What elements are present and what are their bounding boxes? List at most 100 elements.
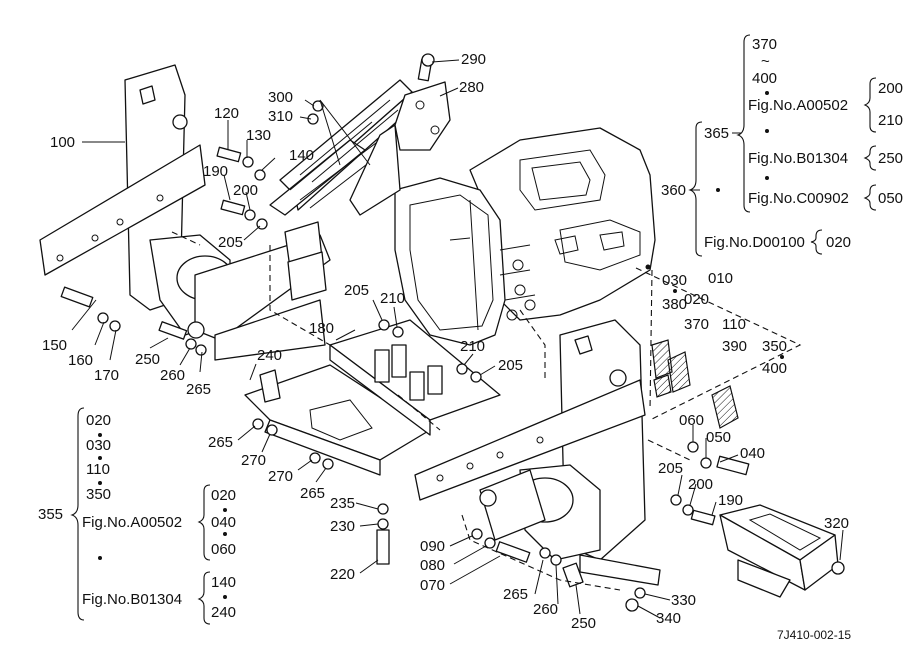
variant-355-fig-b: Fig.No.B01304 [82, 591, 183, 608]
callout-280: 280 [459, 79, 485, 96]
callout-250b: 250 [571, 615, 597, 632]
hardware [60, 146, 750, 612]
variant-355-fig-b-opt: 240 [211, 604, 237, 621]
callout-265: 265 [186, 381, 212, 398]
callout-265b: 265 [208, 434, 234, 451]
bullet-dot [98, 481, 102, 485]
callout-240: 240 [257, 347, 283, 364]
fig-a-opt: 210 [878, 112, 904, 129]
variant-355-fig-a-opt: 020 [211, 487, 237, 504]
step-bracket-280 [394, 81, 451, 151]
toolbox-320 [719, 504, 845, 598]
callout-210b: 210 [460, 338, 486, 355]
callout-205b: 205 [344, 282, 370, 299]
callout-320: 320 [824, 515, 850, 532]
fig-a-opt: 200 [878, 80, 904, 97]
variant-355-item: 110 [86, 461, 110, 478]
kit-010-item: 400 [762, 360, 788, 377]
callout-100: 100 [50, 134, 76, 151]
callout-270b: 270 [268, 468, 294, 485]
bullet-dot [673, 289, 677, 293]
callout-260b: 260 [533, 601, 559, 618]
callout-205: 205 [218, 234, 244, 251]
callout-120: 120 [214, 105, 240, 122]
callout-070: 070 [420, 577, 446, 594]
variant-355-fig-a: Fig.No.A00502 [82, 514, 183, 531]
callout-150: 150 [42, 337, 68, 354]
bullet-dot [223, 532, 227, 536]
variant-355-item: 350 [86, 486, 112, 503]
callout-200b: 200 [688, 476, 714, 493]
callout-310: 310 [268, 108, 294, 125]
callout-290: 290 [461, 51, 487, 68]
callout-300: 300 [268, 89, 294, 106]
callout-040: 040 [740, 445, 766, 462]
fig-b-opt: 250 [878, 150, 904, 167]
callout-265d: 265 [503, 586, 529, 603]
range-end: 400 [752, 70, 778, 87]
fig-c-opt: 050 [878, 190, 904, 207]
callout-265c: 265 [300, 485, 326, 502]
fig-c-ref: Fig.No.C00902 [748, 190, 849, 207]
kit-010-item: 020 [684, 291, 710, 308]
range-start: 370 [752, 36, 778, 53]
bullet-dot [98, 556, 102, 560]
drawing-code: 7J410-002-15 [777, 628, 852, 642]
step-plate [269, 79, 413, 216]
label-sheets [651, 339, 739, 429]
callout-220: 220 [330, 566, 356, 583]
variant-365-label: 365 [704, 125, 730, 142]
variant-360-label: 360 [661, 182, 687, 199]
frame-left-100 [39, 64, 331, 361]
callout-190: 190 [203, 163, 229, 180]
bullet-dot [780, 355, 784, 359]
bullet-dot [98, 433, 102, 437]
kit-010-item: 390 [722, 338, 748, 355]
callout-190b: 190 [718, 492, 744, 509]
kit-010-label: 010 [708, 270, 734, 287]
bullet-dot [98, 456, 102, 460]
bullet-dot [765, 91, 769, 95]
kit-010-item: 350 [762, 338, 788, 355]
callout-230: 230 [330, 518, 356, 535]
leader-lines [71, 59, 844, 619]
callout-205c: 205 [498, 357, 524, 374]
callout-180: 180 [309, 320, 335, 337]
kit-010-item: 030 [662, 272, 688, 289]
nut-300-310 [307, 100, 324, 125]
callout-060: 060 [679, 412, 705, 429]
plate-180 [284, 221, 501, 436]
transmission-case [394, 127, 656, 346]
bullet-dot [223, 508, 227, 512]
kit-010-item: 370 [684, 316, 710, 333]
bolt-290 [417, 53, 435, 82]
tilde-glyph: ~ [761, 53, 770, 70]
variant-355-label: 355 [38, 506, 64, 523]
variant-355-fig-b-opt: 140 [211, 574, 237, 591]
fig-d-ref: Fig.No.D00100 [704, 234, 805, 251]
dashed-assembly-lines [171, 231, 802, 591]
callout-080: 080 [420, 557, 446, 574]
callout-235: 235 [330, 495, 356, 512]
separator-dots [98, 91, 784, 599]
callout-330: 330 [671, 592, 697, 609]
callout-170: 170 [94, 367, 120, 384]
bullet-dot [645, 264, 651, 270]
callout-210: 210 [380, 290, 406, 307]
plate-240 [244, 364, 431, 476]
frame-right [414, 319, 661, 586]
kit-010-item: 380 [662, 296, 688, 313]
fig-d-opt: 020 [826, 234, 852, 251]
kit-010-item: 110 [722, 316, 746, 333]
callout-140: 140 [289, 147, 315, 164]
callout-090: 090 [420, 538, 446, 555]
variant-brackets [70, 34, 877, 625]
callout-160: 160 [68, 352, 94, 369]
callout-260: 260 [160, 367, 186, 384]
callout-200: 200 [233, 182, 259, 199]
variant-355-fig-a-opt: 060 [211, 541, 237, 558]
fig-b-ref: Fig.No.B01304 [748, 150, 849, 167]
bullet-dot [716, 188, 720, 192]
variant-355-item: 020 [86, 412, 112, 429]
